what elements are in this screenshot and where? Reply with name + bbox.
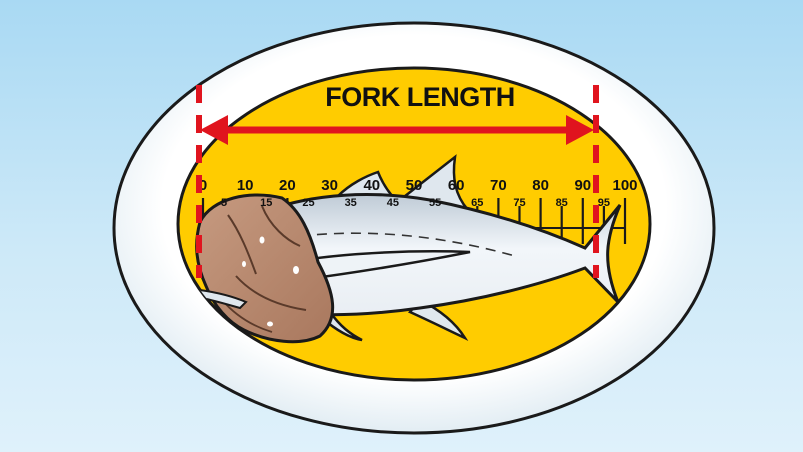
ruler-minor-label: 55 <box>429 197 441 209</box>
ruler-major-label: 40 <box>363 177 380 194</box>
ruler-major-label: 20 <box>279 177 296 194</box>
ruler-minor-label: 75 <box>513 197 525 209</box>
ruler-major-label: 60 <box>448 177 465 194</box>
ruler-major-label: 100 <box>612 177 637 194</box>
ruler-minor-label: 65 <box>471 197 483 209</box>
ruler-minor-label: 25 <box>302 197 314 209</box>
ruler-minor-label: 45 <box>387 197 399 209</box>
ruler-major-label: 70 <box>490 177 507 194</box>
ruler-major-label: 50 <box>406 177 423 194</box>
ruler-minor-label: 5 <box>221 197 227 209</box>
ruler-major-label: 80 <box>532 177 549 194</box>
ruler-major-label: 10 <box>237 177 254 194</box>
ruler-minor-label: 15 <box>260 197 272 209</box>
diagram-title: FORK LENGTH <box>325 82 515 112</box>
ruler-minor-label: 95 <box>598 197 610 209</box>
ruler-minor-label: 35 <box>345 197 357 209</box>
ruler-major-label: 90 <box>574 177 591 194</box>
ruler-major-label: 30 <box>321 177 338 194</box>
ruler-minor-label: 85 <box>556 197 568 209</box>
